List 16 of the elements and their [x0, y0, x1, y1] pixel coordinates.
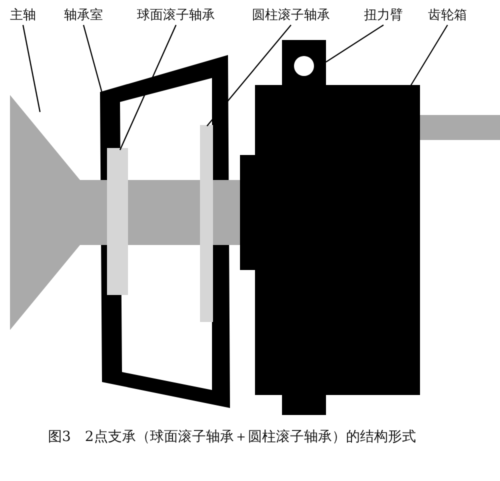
caption: 图3 2点支承（球面滚子轴承＋圆柱滚子轴承）的结构形式 [48, 428, 417, 447]
part-label: 轴承室 [64, 8, 103, 24]
leader-line [326, 24, 384, 62]
leader-line [119, 24, 177, 150]
cylindrical-roller-bearing [200, 125, 213, 322]
torque-arm [282, 40, 326, 415]
part-label: 球面滚子轴承 [137, 8, 215, 24]
leader-line [22, 24, 41, 112]
part-label: 扭力臂 [364, 8, 403, 24]
leader-line [206, 24, 292, 126]
main-shaft [10, 95, 240, 330]
part-label: 圆柱滚子轴承 [252, 8, 330, 24]
spherical-roller-bearing [107, 148, 128, 295]
part-label: 齿轮箱 [428, 8, 467, 24]
part-label: 主轴 [10, 8, 36, 24]
output-shaft [420, 115, 500, 140]
